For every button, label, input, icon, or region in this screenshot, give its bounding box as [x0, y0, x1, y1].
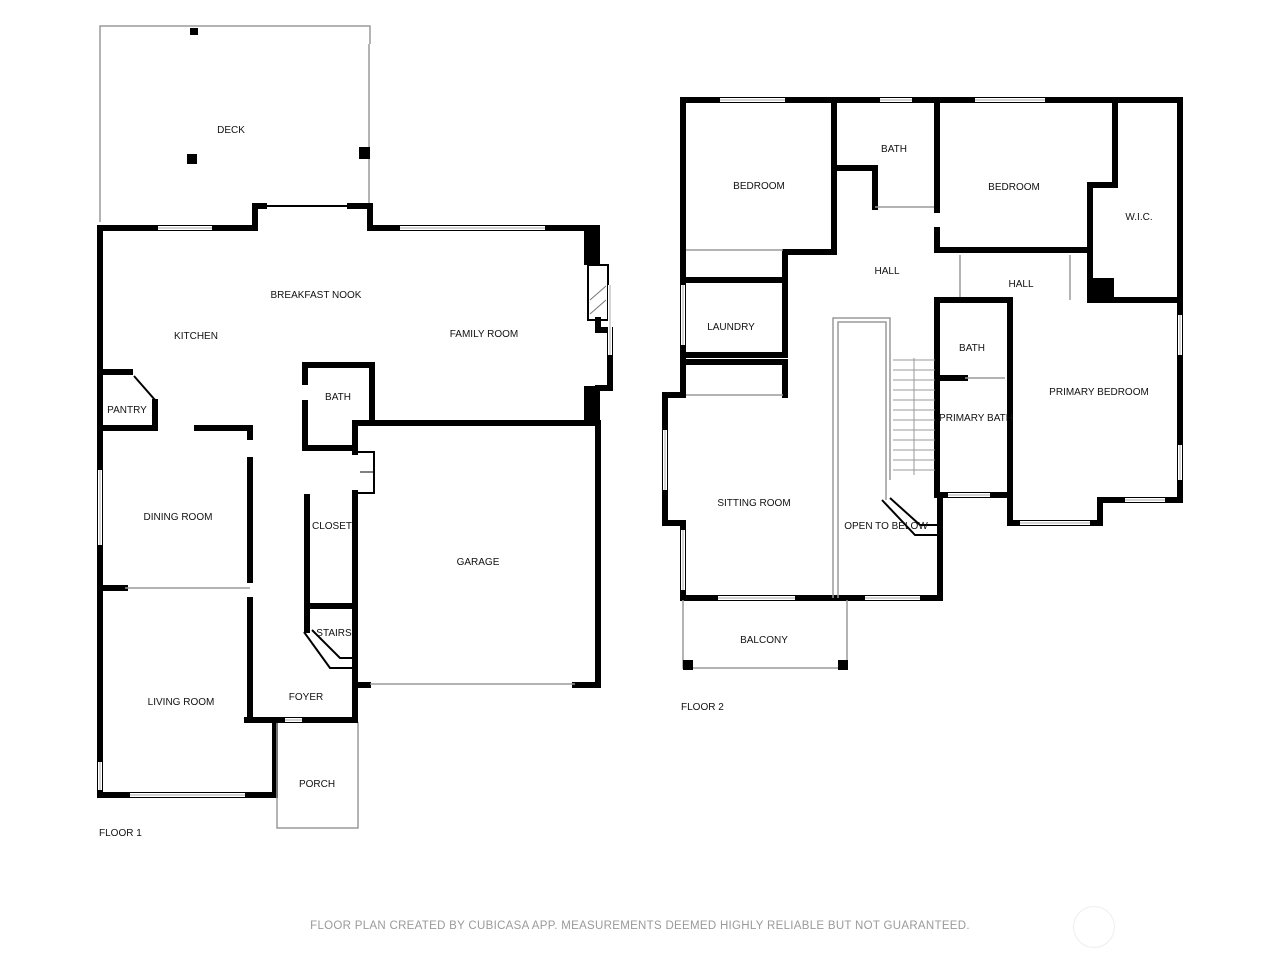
- room-label-stairs: STAIRS: [316, 628, 352, 639]
- room-label-family-room: FAMILY ROOM: [450, 329, 519, 340]
- room-label-laundry: LAUNDRY: [707, 322, 755, 333]
- room-label-balcony: BALCONY: [740, 635, 788, 646]
- watermark-logo-icon: [1073, 906, 1115, 948]
- room-label-kitchen: KITCHEN: [174, 331, 218, 342]
- room-label-sitting-room: SITTING ROOM: [717, 498, 790, 509]
- floor-1-labels: DECK BREAKFAST NOOK KITCHEN FAMILY ROOM …: [99, 125, 518, 839]
- room-label-closet: CLOSET: [312, 521, 352, 532]
- floor-2-title: FLOOR 2: [681, 702, 724, 713]
- room-label-foyer: FOYER: [289, 692, 323, 703]
- floor-2-walls: [662, 97, 1183, 670]
- room-label-bedroom-2: BEDROOM: [988, 182, 1040, 193]
- room-label-bath-1: BATH: [881, 144, 907, 155]
- room-label-deck: DECK: [217, 125, 245, 136]
- room-label-garage: GARAGE: [457, 557, 500, 568]
- room-label-bath: BATH: [325, 392, 351, 403]
- room-label-breakfast-nook: BREAKFAST NOOK: [271, 290, 362, 301]
- room-label-hall-1: HALL: [874, 266, 899, 277]
- room-label-hall-2: HALL: [1008, 279, 1033, 290]
- room-label-wic: W.I.C.: [1125, 212, 1152, 223]
- floor-1-walls: [97, 25, 613, 829]
- room-label-bath-2: BATH: [959, 343, 985, 354]
- room-label-porch: PORCH: [299, 779, 335, 790]
- room-label-pantry: PANTRY: [107, 405, 147, 416]
- floor-2-labels: BEDROOM BATH BEDROOM W.I.C. HALL HALL LA…: [681, 144, 1153, 713]
- room-label-bedroom-1: BEDROOM: [733, 181, 785, 192]
- room-label-open-to-below: OPEN TO BELOW: [844, 521, 928, 532]
- room-label-dining-room: DINING ROOM: [144, 512, 213, 523]
- room-label-primary-bedroom: PRIMARY BEDROOM: [1049, 387, 1149, 398]
- disclaimer-footer: FLOOR PLAN CREATED BY CUBICASA APP. MEAS…: [310, 920, 970, 932]
- room-label-primary-bath: PRIMARY BATH: [939, 413, 1013, 424]
- room-label-living-room: LIVING ROOM: [148, 697, 215, 708]
- floor-1-title: FLOOR 1: [99, 828, 142, 839]
